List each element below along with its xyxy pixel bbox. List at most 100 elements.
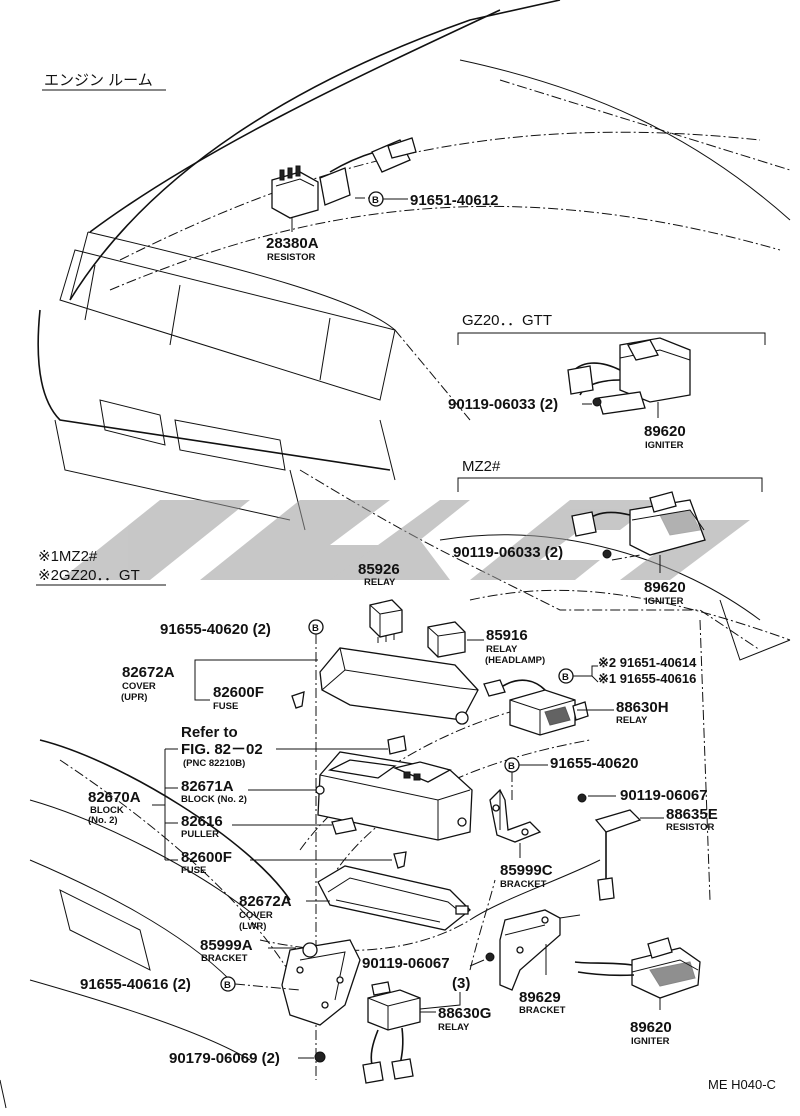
part-number: 88630H — [616, 699, 669, 716]
igniter-89620-gz20-illustration — [567, 337, 691, 415]
fuse-icon — [291, 691, 305, 709]
part-number: 89620 — [644, 423, 686, 440]
relay-88630g-illustration — [362, 981, 421, 1084]
relay-85926-illustration — [369, 599, 403, 643]
part-number: 88630G — [438, 1005, 491, 1022]
relay-88630h-illustration — [509, 689, 589, 736]
part-number: 90119-06033 (2) — [453, 544, 563, 561]
leader-line — [573, 665, 598, 677]
screw-icon — [592, 397, 602, 407]
bolt-symbol-letter: B — [224, 980, 231, 991]
diagram-code: ME H040-C — [708, 1077, 776, 1092]
part-name: BRACKET — [519, 1005, 566, 1016]
part-name: PULLER — [181, 829, 219, 840]
puller-icon — [331, 817, 357, 835]
part-number: 89620 — [644, 579, 686, 596]
part-number: 82672A — [122, 664, 175, 681]
part-name: RESISTOR — [666, 822, 715, 833]
refer-to-label: Refer to — [181, 724, 238, 741]
part-number: 82600F — [181, 849, 232, 866]
part-name: BRACKET — [201, 953, 248, 964]
group-label-gz20: GZ20．．GTT — [462, 312, 552, 329]
part-number: 28380A — [266, 235, 319, 252]
fuse-block-cover-upper-illustration — [319, 647, 546, 725]
group-label-mz2: MZ2# — [462, 458, 501, 475]
part-number: 85916 — [486, 627, 528, 644]
centerline — [234, 983, 301, 991]
section-title: エンジン ルーム — [44, 72, 153, 89]
part-number: 85999A — [200, 937, 253, 954]
group-bracket — [457, 332, 766, 345]
screw-icon — [485, 952, 495, 962]
nut-icon — [314, 1051, 326, 1063]
part-name: BLOCK (No. 2) — [181, 794, 247, 805]
bracket-85999c-illustration — [489, 788, 542, 843]
part-name: IGNITER — [645, 596, 684, 607]
part-number: 91651-40612 — [410, 192, 498, 209]
part-number: 82600F — [213, 684, 264, 701]
part-name: FUSE — [213, 701, 238, 712]
relay-85916-illustration — [427, 621, 466, 658]
part-number: 85999C — [500, 862, 553, 879]
igniter-89620-lower-illustration — [574, 937, 701, 999]
part-number: 91655-40620 (2) — [160, 621, 271, 638]
part-name: RESISTOR — [267, 252, 316, 263]
leader-line — [194, 659, 318, 673]
bolt-symbol-letter: B — [372, 195, 379, 206]
bolt-symbol-letter: B — [562, 672, 569, 683]
part-name: COVER — [239, 910, 273, 921]
leader-line — [469, 959, 485, 967]
resistor-28380a-illustration — [271, 137, 417, 219]
part-number: 82616 — [181, 813, 223, 830]
part-number: 90179-06069 (2) — [169, 1050, 280, 1067]
watermark-logo — [60, 500, 750, 580]
part-name-sub: (No. 2) — [88, 815, 118, 826]
bracket-89629-illustration — [499, 909, 581, 991]
part-number: 91655-40616 (2) — [80, 976, 191, 993]
part-name: RELAY — [438, 1022, 470, 1033]
part-number: 90119-06067 — [620, 787, 708, 804]
part-number: ※2 91651-40614 — [598, 655, 697, 670]
part-number: 89620 — [630, 1019, 672, 1036]
fuse-block-no2-illustration — [315, 751, 473, 841]
part-number: 88635E — [666, 806, 718, 823]
bolt-symbol-letter: B — [312, 623, 319, 634]
part-name: RELAY — [616, 715, 648, 726]
part-number: 90119-06067 — [362, 955, 450, 972]
quantity-label: (3) — [452, 975, 470, 992]
part-name: IGNITER — [645, 440, 684, 451]
part-name: FUSE — [181, 865, 206, 876]
igniter-89620-mz2-illustration — [571, 491, 706, 561]
bolt-symbol-letter: B — [508, 761, 515, 772]
leader-line — [591, 675, 599, 683]
part-name-sub: (HEADLAMP) — [485, 655, 545, 666]
part-name-sub: (UPR) — [121, 692, 147, 703]
leader-line — [409, 992, 461, 1011]
part-name: RELAY — [364, 577, 396, 588]
part-number: 91655-40620 — [550, 755, 638, 772]
resistor-88635e-illustration — [594, 809, 642, 901]
note-1: ※1MZ2# — [38, 548, 98, 565]
part-name-sub: (LWR) — [239, 921, 266, 932]
group-bracket — [457, 477, 763, 492]
part-name: IGNITER — [631, 1036, 670, 1047]
part-name: COVER — [122, 681, 156, 692]
centerline — [469, 879, 496, 971]
fuse-icon — [387, 735, 407, 755]
leader-line — [194, 673, 210, 701]
note-2: ※2GZ20．．GT — [38, 567, 140, 584]
bracket-85999a-illustration — [281, 939, 361, 1026]
figure-reference-pnc: (PNC 82210B) — [183, 758, 245, 769]
part-number: 90119-06033 (2) — [448, 396, 558, 413]
part-number: 82672A — [239, 893, 292, 910]
part-name: BRACKET — [500, 879, 547, 890]
fuse-icon — [393, 851, 407, 869]
fuse-block-cover-lower-illustration — [317, 865, 471, 931]
screw-icon — [577, 793, 587, 803]
part-number: 82670A — [88, 789, 141, 806]
part-name: BLOCK — [90, 805, 124, 816]
screw-icon — [602, 549, 612, 559]
figure-reference: FIG. 82－02 — [181, 741, 263, 758]
part-number: 82671A — [181, 778, 234, 795]
